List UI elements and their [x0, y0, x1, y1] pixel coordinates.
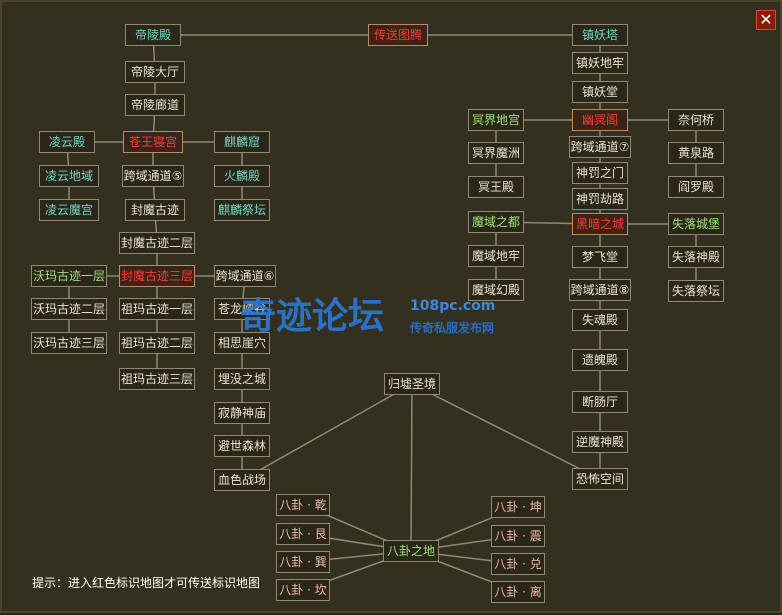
map-node-mydl[interactable]: 魔域地牢: [468, 245, 524, 267]
map-node-ccdt[interactable]: 苍王寝宫: [123, 131, 183, 153]
map-node-sljt[interactable]: 失落祭坛: [668, 280, 724, 302]
map-node-kbkj[interactable]: 恐怖空间: [572, 468, 628, 490]
map-node-bssl[interactable]: 避世森林: [214, 435, 270, 457]
map-node-zyt[interactable]: 镇妖塔: [572, 24, 628, 46]
map-node-dldt[interactable]: 帝陵大厅: [125, 61, 185, 83]
map-node-qljt[interactable]: 麒麟祭坛: [214, 199, 270, 221]
map-node-mwd[interactable]: 冥王殿: [468, 176, 524, 198]
map-node-zmge[interactable]: 祖玛古迹二层: [119, 332, 195, 354]
map-node-bg1[interactable]: 八卦 · 乾: [276, 494, 330, 516]
map-node-bg7[interactable]: 八卦 · 兑: [491, 553, 545, 575]
map-node-mmzc[interactable]: 埋没之城: [214, 368, 270, 390]
map-node-mgyc[interactable]: 沃玛古迹一层: [31, 265, 107, 287]
map-node-mjmz[interactable]: 冥界魔洲: [468, 142, 524, 164]
watermark-site: 108pc.com: [410, 298, 495, 314]
map-node-lymg[interactable]: 凌云魔宫: [39, 199, 99, 221]
map-node-bg8[interactable]: 八卦 · 离: [491, 581, 545, 603]
map-node-ktd7[interactable]: 跨域通道⑦: [569, 136, 631, 158]
map-node-ktd8[interactable]: 跨域通道⑧: [569, 279, 631, 301]
map-node-hql[interactable]: 黄泉路: [668, 142, 724, 164]
map-node-mgys[interactable]: 沃玛古迹三层: [31, 332, 107, 354]
map-link: [410, 383, 413, 552]
map-node-zyta[interactable]: 镇妖堂: [572, 81, 628, 103]
forum-watermark: 奇迹论坛 108pc.com 传奇私服发布网: [240, 290, 550, 340]
map-node-xsyx[interactable]: 相思崖穴: [214, 332, 270, 354]
map-node-lyd[interactable]: 凌云殿: [39, 131, 95, 153]
map-node-fmgj[interactable]: 封魔古迹: [125, 199, 185, 221]
map-node-fmge[interactable]: 封魔古迹二层: [119, 232, 195, 254]
map-node-myzd[interactable]: 魔域之都: [468, 211, 524, 233]
map-node-ktd5[interactable]: 跨域通道⑤: [122, 165, 184, 187]
map-node-qlk[interactable]: 麒麟窟: [214, 131, 270, 153]
map-node-bg3[interactable]: 八卦 · 巽: [276, 551, 330, 573]
map-node-hgzc[interactable]: 黑暗之城: [572, 213, 628, 235]
map-link: [241, 383, 413, 481]
map-node-bg5[interactable]: 八卦 · 坤: [491, 496, 545, 518]
map-node-mft[interactable]: 梦飞堂: [572, 246, 628, 268]
map-node-slcb[interactable]: 失落城堡: [668, 213, 724, 235]
watermark-title: 奇迹论坛: [240, 296, 384, 337]
hint-text: 提示：进入红色标识地图才可传送标识地图: [32, 576, 261, 590]
map-node-nmsd[interactable]: 逆魔神殿: [572, 431, 628, 453]
map-node-xszc[interactable]: 血色战场: [214, 469, 270, 491]
map-node-slsd[interactable]: 失落神殿: [668, 246, 724, 268]
map-node-zmgs[interactable]: 祖玛古迹三层: [119, 368, 195, 390]
map-node-fmgs[interactable]: 封魔古迹三层: [119, 265, 195, 287]
map-node-clk[interactable]: 苍龙峡谷: [214, 298, 270, 320]
map-node-hld[interactable]: 火麟殿: [214, 165, 270, 187]
map-node-shd[interactable]: 失魂殿: [572, 309, 628, 331]
map-node-lydy[interactable]: 凌云地域: [39, 165, 99, 187]
map-node-gxsj[interactable]: 归墟圣境: [384, 373, 440, 395]
map-node-zmgy[interactable]: 祖玛古迹一层: [119, 298, 195, 320]
map-node-dct[interactable]: 断肠厅: [572, 391, 628, 413]
map-node-sfzm[interactable]: 神罚之门: [572, 162, 628, 184]
map-node-ylq[interactable]: 阎罗殿: [668, 176, 724, 198]
map-node-nhq[interactable]: 奈何桥: [668, 109, 724, 131]
map-node-mgye[interactable]: 沃玛古迹二层: [31, 298, 107, 320]
map-node-yhj[interactable]: 幽冥阁: [572, 109, 628, 131]
map-node-bgzd[interactable]: 八卦之地: [383, 540, 439, 562]
map-node-bg4[interactable]: 八卦 · 坎: [276, 579, 330, 601]
map-node-myhd[interactable]: 魔域幻殿: [468, 279, 524, 301]
close-icon[interactable]: ✕: [756, 10, 776, 30]
map-node-bg6[interactable]: 八卦 · 震: [491, 525, 545, 547]
map-node-mjdg[interactable]: 冥界地宫: [468, 109, 524, 131]
map-node-dlds[interactable]: 帝陵殿: [125, 24, 181, 46]
map-node-ktd6[interactable]: 跨域通道⑥: [214, 265, 276, 287]
watermark-slogan: 传奇私服发布网: [409, 320, 494, 335]
map-node-zydl[interactable]: 镇妖地牢: [572, 52, 628, 74]
map-node-qpd[interactable]: 遗魄殿: [572, 349, 628, 371]
map-node-hub[interactable]: 传送图腾: [368, 24, 428, 46]
map-node-jjsm[interactable]: 寂静神庙: [214, 402, 270, 424]
map-node-sfjl[interactable]: 神罚劫路: [572, 188, 628, 210]
map-node-dlld[interactable]: 帝陵廊道: [125, 94, 185, 116]
map-node-bg2[interactable]: 八卦 · 艮: [276, 523, 330, 545]
